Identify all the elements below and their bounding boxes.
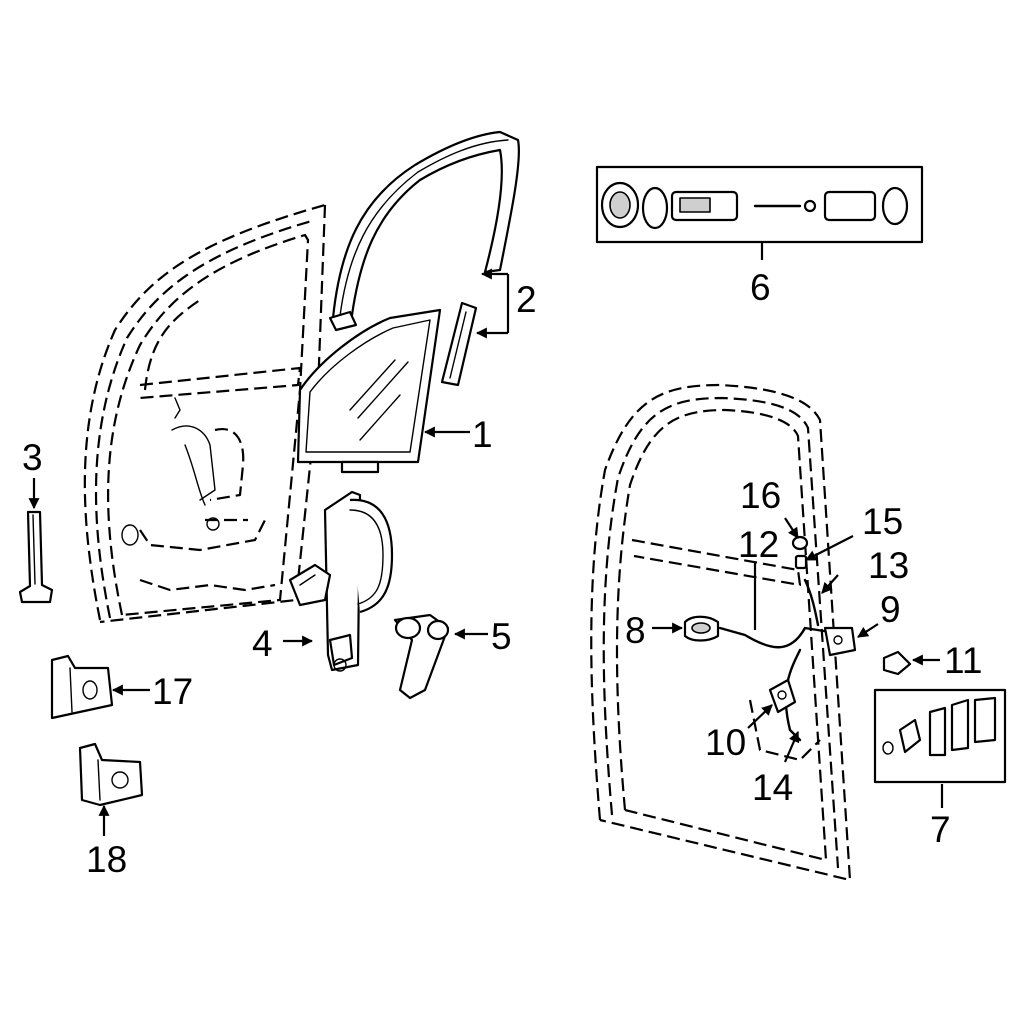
callout-12: 12 [738, 524, 779, 565]
door-striker [882, 650, 912, 676]
clip-parts [791, 535, 809, 570]
callout-15: 15 [862, 501, 903, 542]
callout-7: 7 [930, 809, 951, 850]
callout-10: 10 [705, 722, 746, 763]
callout-16: 16 [740, 475, 781, 516]
callout-6: 6 [750, 267, 771, 308]
callout-4: 4 [252, 623, 273, 664]
callout-9: 9 [880, 589, 901, 630]
upper-hinge [50, 654, 114, 720]
hardware-kit [873, 688, 1007, 784]
lower-hinge [78, 742, 144, 807]
outside-handle [683, 615, 720, 642]
door-latch [823, 626, 857, 657]
callout-13: 13 [868, 545, 909, 586]
callout-3: 3 [22, 437, 43, 478]
belt-weatherstrip [18, 510, 54, 604]
lock-actuator [768, 678, 797, 714]
window-regulator [288, 490, 394, 672]
right-door-shell [590, 383, 852, 882]
callout-11: 11 [944, 640, 982, 681]
callout-17: 17 [152, 671, 193, 712]
callout-18: 18 [86, 839, 127, 880]
callout-5: 5 [491, 616, 512, 657]
callout-2: 2 [516, 279, 537, 320]
door-glass [296, 308, 442, 474]
callout-1: 1 [472, 414, 493, 455]
left-door-shell [83, 203, 327, 624]
window-motor [393, 613, 450, 700]
lock-cylinder-kit [595, 165, 924, 244]
leader-lines [28, 243, 944, 836]
callout-14: 14 [752, 767, 793, 808]
callout-8: 8 [625, 610, 646, 651]
